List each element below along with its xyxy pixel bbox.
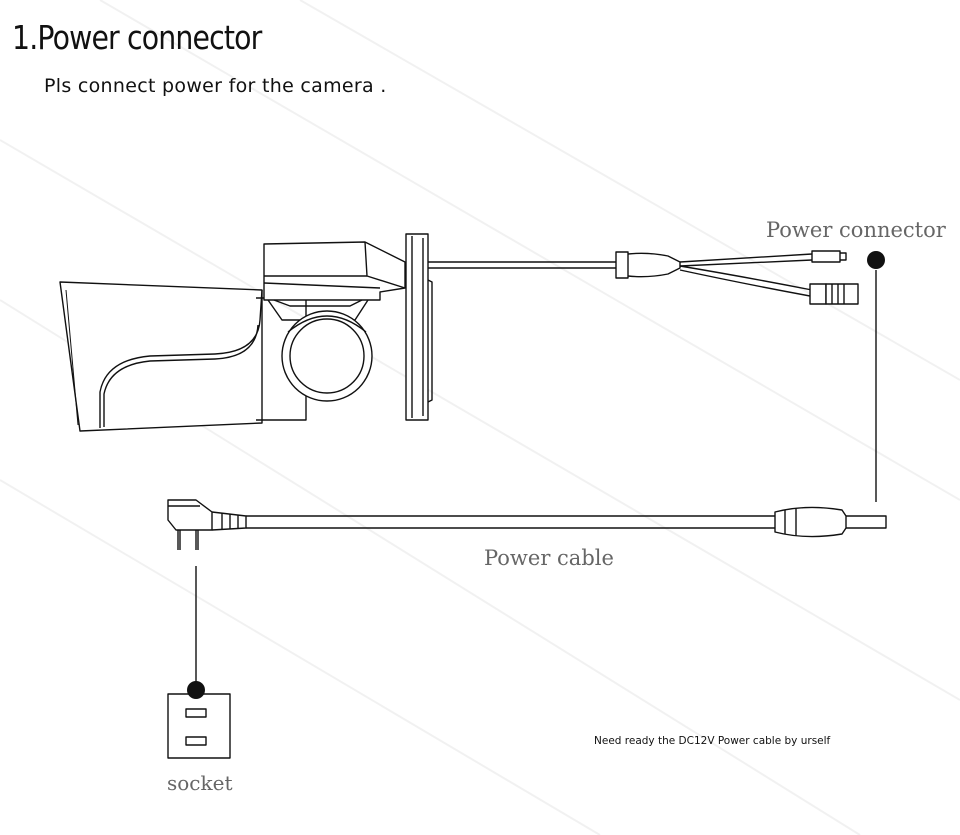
camera-illustration [59,233,433,432]
camera-mount-top [263,241,406,301]
cable-splitter [615,251,629,279]
page-title: 1.Power connector [12,18,262,57]
marker-power-connector [867,251,885,269]
power-cable-note: Need ready the DC12V Power cable by urse… [594,735,831,747]
power-adapter [167,499,247,550]
socket-label: socket [167,771,233,795]
power-connector-label: Power connector [766,218,946,242]
power-cable-line [246,515,775,529]
camera-pigtail-cable [428,250,859,305]
dc-jack [811,250,841,263]
power-cable-plug [774,506,887,538]
camera-hood [59,281,263,432]
bnc-connector [809,283,827,305]
camera-wall-plate [405,233,429,421]
page-subtitle: Pls connect power for the camera . [44,75,387,97]
camera-swivel-inner [289,318,365,394]
marker-socket [187,681,205,699]
power-cable-label: Power cable [484,546,614,570]
wall-socket [167,693,231,759]
camera-swivel-outer [281,310,373,402]
